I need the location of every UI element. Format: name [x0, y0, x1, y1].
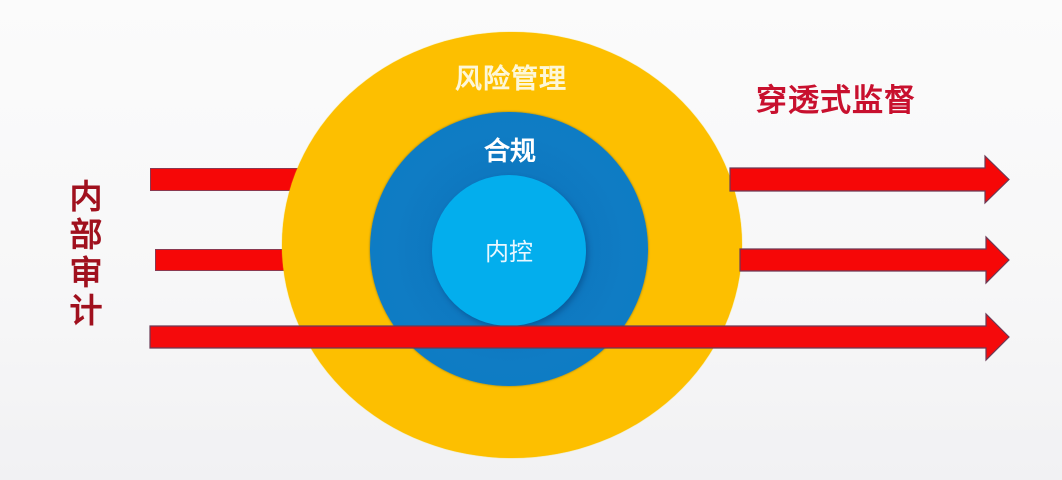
arrow-middle-right-icon [739, 235, 1010, 285]
penetrating-supervision-label: 穿透式监督 [756, 83, 916, 119]
arrow-top-left-segment [150, 168, 300, 191]
internal-audit-label: 内部审计 [69, 177, 103, 330]
arrow-bottom-full-icon [149, 312, 1010, 362]
compliance-label: 合规 [483, 137, 536, 167]
internal-control-circle [432, 175, 586, 326]
arrow-middle-left-segment [155, 249, 295, 271]
risk-management-label: 风险管理 [455, 64, 567, 95]
arrow-top-right-icon [729, 154, 1010, 205]
internal-control-label: 内控 [485, 238, 533, 266]
